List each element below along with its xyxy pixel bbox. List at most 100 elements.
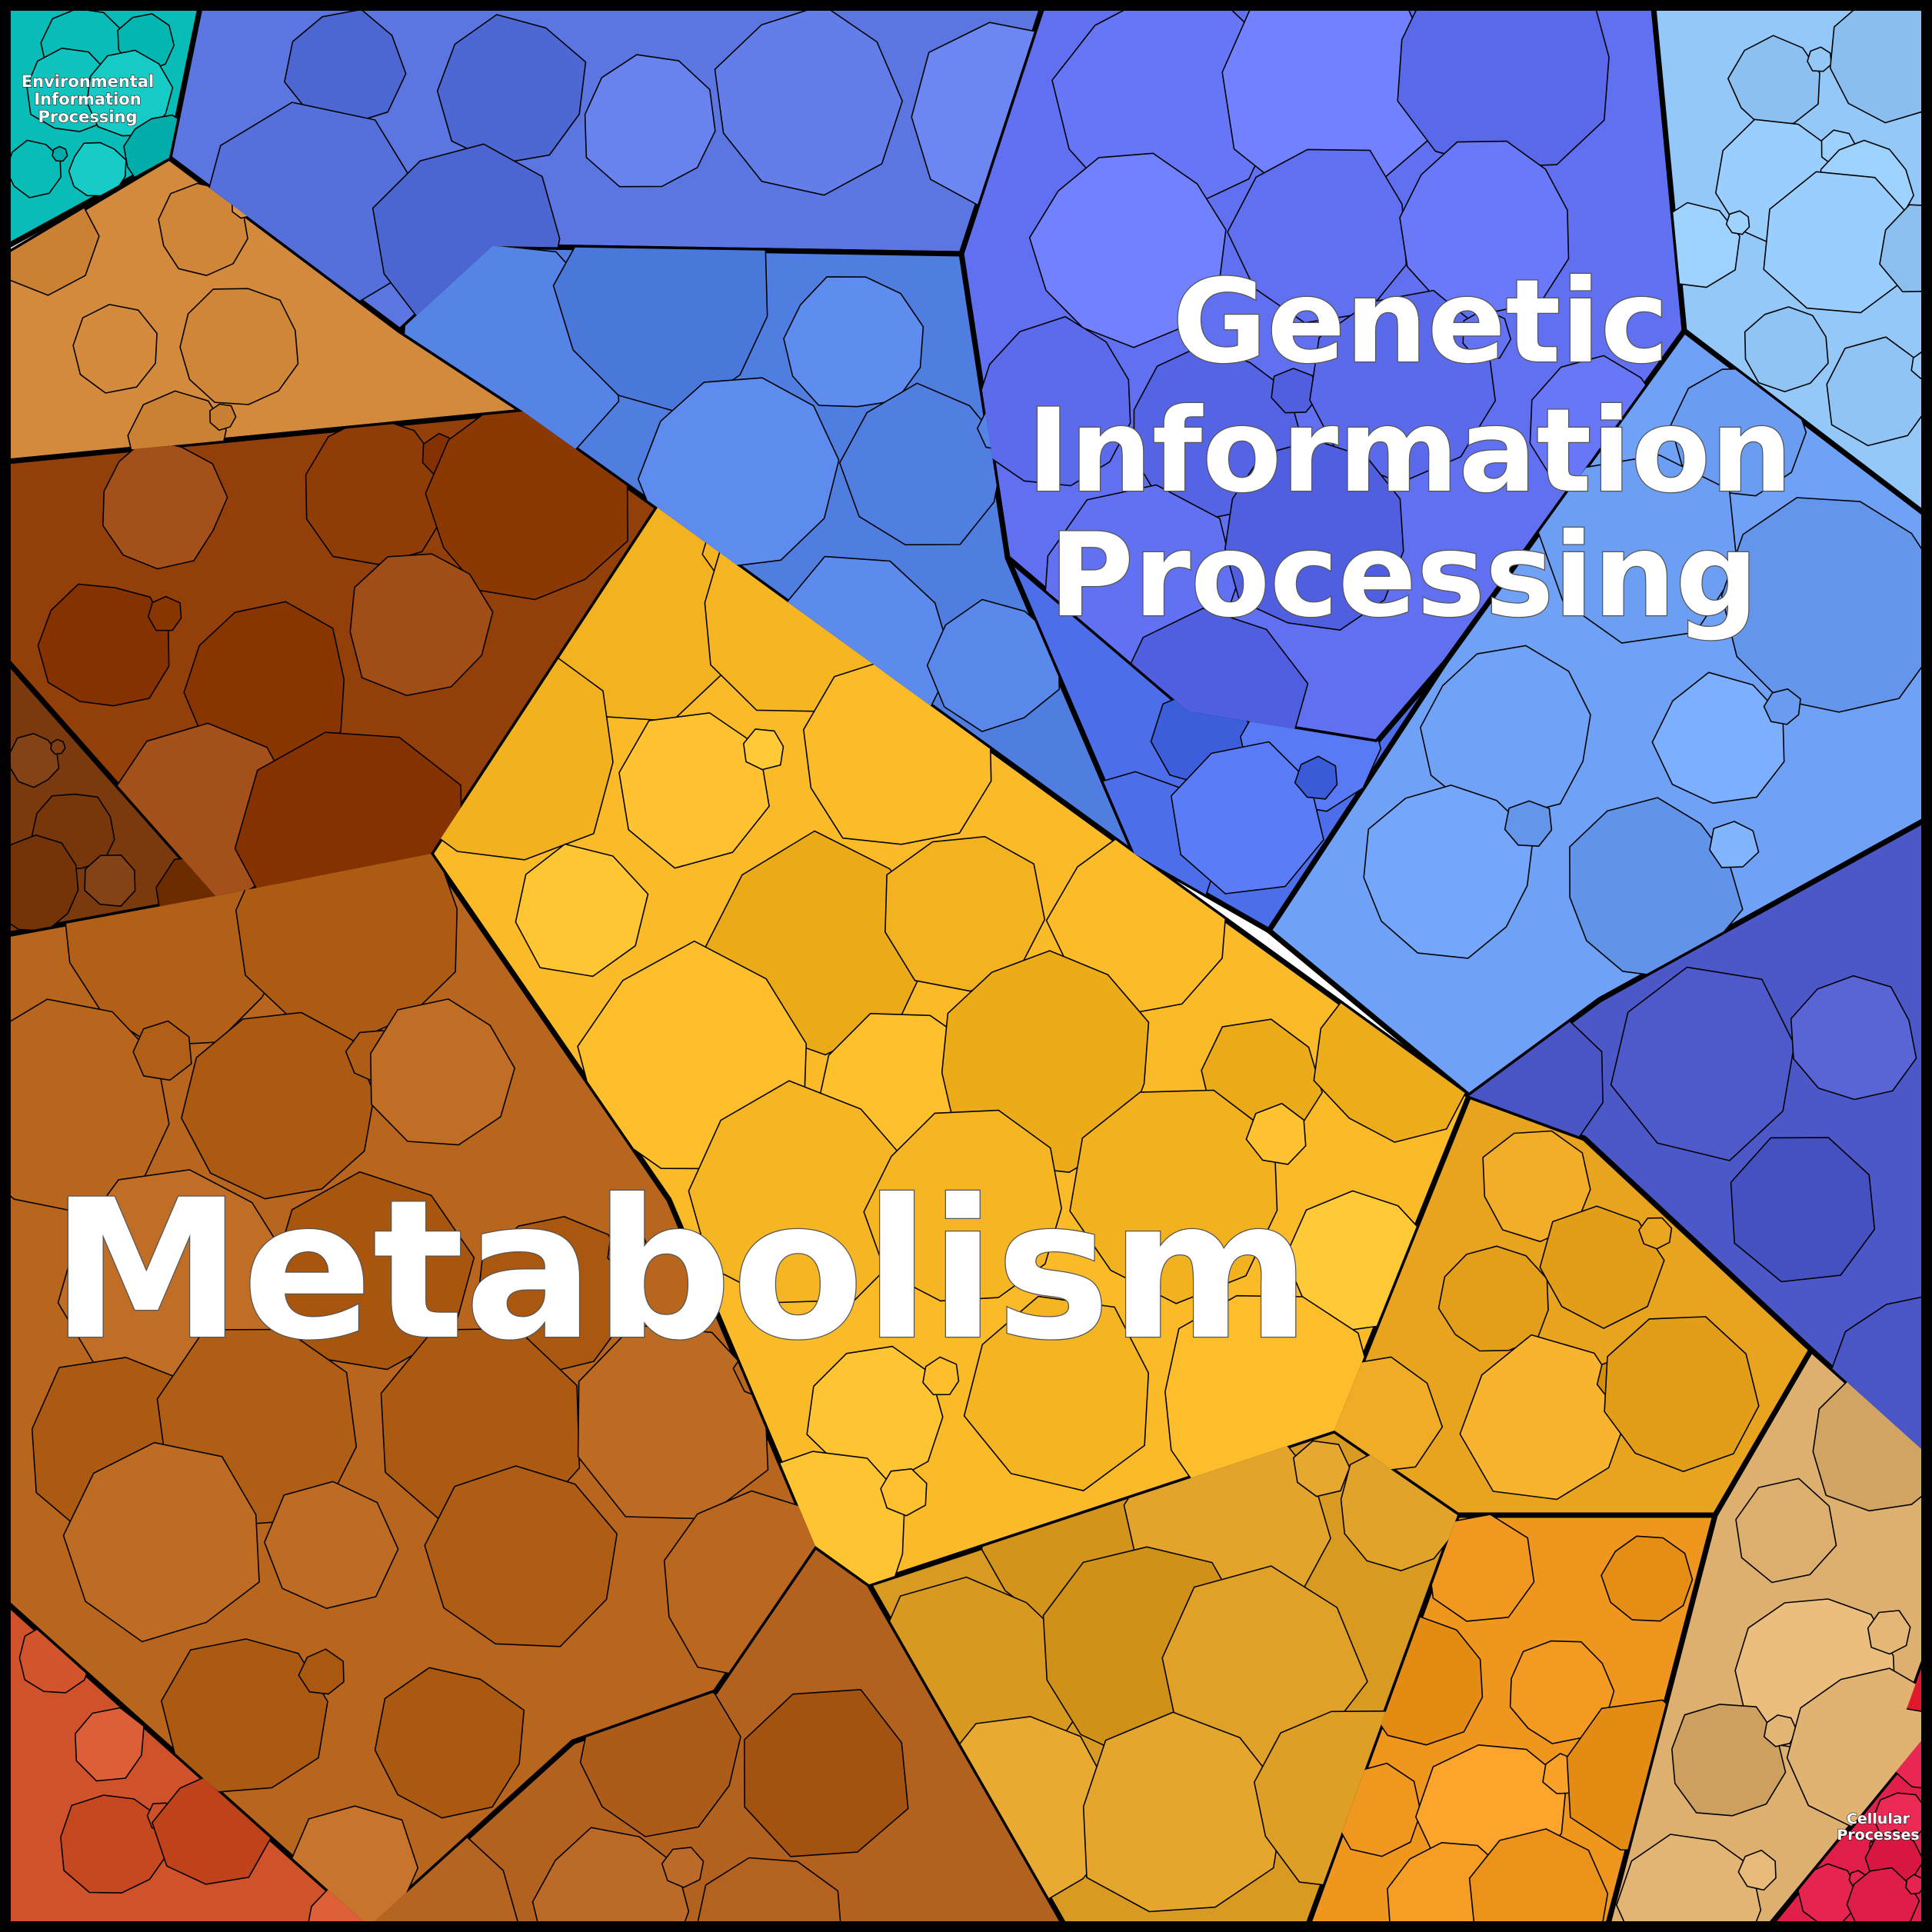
cell-group <box>37 411 629 896</box>
label-metabolism: Metabolism <box>51 1158 1311 1382</box>
voronoi-cell <box>1829 8 1927 124</box>
cell-group <box>8 854 815 1927</box>
voronoi-cell <box>1245 1103 1307 1165</box>
voronoi-cell <box>52 145 68 162</box>
voronoi-cell <box>1509 1640 1615 1744</box>
voronoi-cell <box>84 854 136 908</box>
voronoi-cell <box>349 553 494 697</box>
voronoi-cell <box>1468 1828 1609 1927</box>
voronoi-cell <box>264 1481 399 1609</box>
voronoi-cell <box>425 411 629 601</box>
voronoi-cell <box>8 139 62 198</box>
voronoi-cell <box>1763 688 1801 725</box>
cell-group <box>8 182 299 461</box>
cell-group <box>1334 1130 1760 1501</box>
voronoi-cell <box>1293 1440 1351 1497</box>
voronoi-cell <box>531 1827 690 1927</box>
cell-group <box>8 732 215 934</box>
voronoi-cell <box>880 1468 928 1517</box>
voronoi-cell <box>661 1847 705 1888</box>
voronoi-cell <box>1725 210 1750 235</box>
voronoi-cell <box>1601 1535 1694 1622</box>
voronoi-cell <box>863 1109 1062 1302</box>
label-environmental-line-1: Environmental <box>22 72 154 91</box>
cell-group <box>18 1624 369 1927</box>
label-cellular: Cellular Processes <box>1837 1810 1920 1844</box>
label-genetic-line-1: Genetic <box>1172 255 1668 389</box>
voronoi-cell <box>742 728 784 771</box>
voronoi-cell <box>148 595 182 631</box>
voronoi-cell <box>424 1465 618 1647</box>
voronoi-cell <box>1462 308 1512 361</box>
voronoi-cell <box>1227 148 1407 324</box>
voronoi-cell <box>179 288 299 405</box>
voronoi-cell <box>688 1080 911 1304</box>
label-genetic-line-3: Processing <box>1049 509 1758 643</box>
voronoi-cell <box>132 1020 192 1081</box>
voronoi-cell <box>1867 1610 1911 1655</box>
voronoi-cell <box>1028 152 1227 348</box>
voronoi-cell <box>1437 1245 1549 1352</box>
voronoi-cell <box>694 1857 843 1927</box>
voronoi-cell <box>714 8 903 196</box>
voronoi-cell <box>1504 800 1553 847</box>
voronoi-cell <box>304 1875 369 1927</box>
voronoi-cell <box>158 182 248 277</box>
voronoi-cell <box>60 1794 170 1894</box>
voronoi-cell <box>607 1230 651 1273</box>
voronoi-cell <box>515 843 649 978</box>
cell-group <box>975 8 1666 742</box>
voronoi-cell <box>1399 140 1570 314</box>
voronoi-cell <box>1730 1137 1876 1283</box>
voronoi-cell <box>75 1707 145 1782</box>
voronoi-cell <box>234 731 463 896</box>
voronoi-cell <box>62 1441 260 1643</box>
voronoi-cell <box>268 1171 475 1371</box>
voronoi-cell <box>1224 439 1404 631</box>
voronoi-cell <box>1735 1477 1837 1584</box>
voronoi-cell <box>374 1667 525 1819</box>
voronoi-cell <box>637 377 840 569</box>
voronoi-cell <box>1309 289 1496 484</box>
voronoi-cell <box>963 1295 1150 1491</box>
voronoi-cell <box>68 142 127 197</box>
voronoi-cell <box>1536 454 1738 644</box>
voronoi-cell <box>926 598 1061 732</box>
voronoi-cell <box>1069 1089 1278 1304</box>
voronoi-cell <box>1459 1334 1631 1501</box>
voronoi-cell <box>102 437 228 570</box>
voronoi-cell <box>783 276 924 408</box>
label-genetic: Genetic Information Processing <box>1026 255 1794 645</box>
voronoi-cell <box>370 998 516 1146</box>
voronoi-cell <box>1539 1205 1665 1329</box>
voronoi-cell <box>743 1689 909 1857</box>
voronoi-cell <box>1638 1217 1673 1250</box>
label-environmental: Environmental Information Processing <box>21 72 155 126</box>
voronoi-cell <box>584 54 716 188</box>
label-genetic-line-2: Information <box>1027 385 1792 518</box>
voronoi-cell <box>1294 755 1338 800</box>
label-cellular-line-2: Processes <box>1837 1827 1919 1844</box>
voronoi-cell <box>1271 368 1321 414</box>
voronoi-cell <box>1171 741 1324 894</box>
voronoi-cell <box>922 1356 960 1396</box>
voronoi-cell <box>209 403 237 431</box>
voronoi-cell <box>72 304 158 394</box>
label-environmental-line-3: Processing <box>38 108 137 126</box>
voronoi-cell <box>50 738 66 755</box>
voronoi-cell <box>298 1648 345 1695</box>
cell-group <box>1363 368 1927 978</box>
cell-group <box>1616 1371 1927 1927</box>
voronoi-cell <box>1651 671 1785 804</box>
voronoi-cell <box>911 22 1042 212</box>
label-cellular-line-1: Cellular <box>1847 1810 1910 1827</box>
voronoi-cell <box>1790 975 1917 1101</box>
voronoi-cell <box>1763 171 1916 314</box>
voronoi-cell <box>1604 1316 1760 1472</box>
voronoi-cell <box>1737 1849 1777 1891</box>
voronoi-cell <box>1709 821 1760 868</box>
